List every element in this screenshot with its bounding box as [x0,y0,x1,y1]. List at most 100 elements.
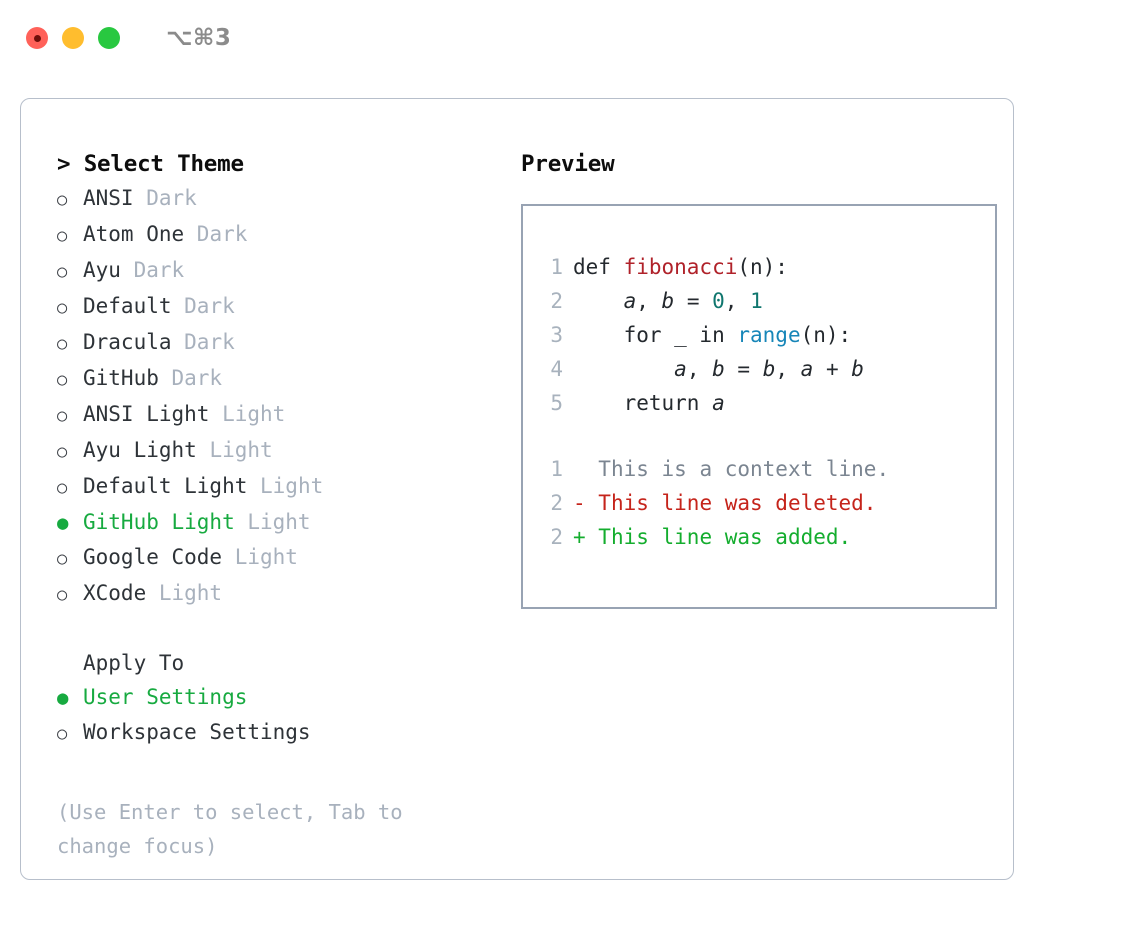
apply-to-option-user-settings[interactable]: ●User Settings [57,680,501,715]
theme-option-default-light[interactable]: ○ Default Light Light [57,469,501,505]
radio-unselected-icon: ○ [57,724,68,744]
code-token: a [623,289,637,313]
theme-option-xcode[interactable]: ○ XCode Light [57,576,501,612]
theme-option-dracula[interactable]: ○ Dracula Dark [57,325,501,361]
theme-option-ayu-light[interactable]: ○ Ayu Light Light [57,433,501,469]
radio-unselected-icon: ○ [57,226,68,246]
theme-name: Google Code [83,545,223,569]
radio-unselected-icon: ○ [57,334,68,354]
code-text: return a [573,386,725,420]
radio-unselected-icon: ○ [57,298,68,318]
theme-name: XCode [83,581,147,605]
line-number: 5 [550,391,563,415]
code-token: = [724,357,763,381]
theme-kind: Dark [171,294,235,318]
radio-unselected-icon: ○ [57,585,68,605]
radio-unselected-icon: ○ [57,478,68,498]
theme-name: GitHub [83,366,159,390]
code-token: b [762,357,776,381]
code-token: b [851,357,864,381]
theme-kind: Dark [158,366,223,390]
code-text: a, b = 0, 1 [573,284,763,318]
line-number: 1 [550,457,563,481]
theme-option-ansi[interactable]: ○ANSI Dark [57,181,501,217]
code-line: 3 for _ in range(n): [539,318,995,352]
diff-text: This line was deleted. [598,491,877,515]
theme-option-ansi-light[interactable]: ○ANSI Light Light [57,397,501,433]
radio-unselected-icon: ○ [57,370,68,390]
theme-kind: Light [234,510,311,534]
theme-name: GitHub Light [83,510,235,534]
line-number: 4 [550,357,563,381]
theme-option-github-light[interactable]: ● GitHub Light Light [57,505,501,540]
line-number: 2 [550,525,563,549]
theme-name: Default [83,294,172,318]
preview-heading: Preview [521,151,615,177]
theme-option-ayu[interactable]: ○Ayu Dark [57,253,501,289]
theme-option-default[interactable]: ○ Default Dark [57,289,501,325]
theme-option-google-code[interactable]: ○Google Code Light [57,540,501,576]
close-button[interactable] [26,27,48,49]
apply-to-label: User Settings [83,685,248,709]
code-token: b [661,289,675,313]
diff-line: 2- This line was deleted. [539,486,995,520]
apply-to-list[interactable]: ●User Settings ○ Workspace Settings [57,680,501,751]
theme-kind: Light [146,581,223,605]
line-number: 2 [550,289,563,313]
keyboard-hint: (Use Enter to select, Tab to change focu… [57,800,415,858]
theme-option-atom-one[interactable]: ○ Atom One Dark [57,217,501,253]
close-icon [33,34,41,42]
diff-line: 1 This is a context line. [539,452,995,486]
theme-name: ANSI [83,186,134,210]
code-token: , [636,289,662,313]
code-token: (n): [800,323,852,347]
theme-kind: Dark [171,330,235,354]
preview-spacer [539,420,995,452]
code-text: def fibonacci(n): [573,250,788,284]
diff-text: This line was added. [598,525,852,549]
theme-kind: Light [209,402,286,426]
code-token: + [813,357,852,381]
theme-list[interactable]: ○ANSI Dark○Atom One Dark○Ayu Dark○Defaul… [57,181,501,612]
theme-kind: Dark [133,186,197,210]
code-token: , [686,357,713,381]
theme-name: Default Light [83,474,248,498]
diff-text: This is a context line. [598,457,890,481]
theme-name: Atom One [83,222,185,246]
diff-line: 2+ This line was added. [539,520,995,554]
theme-name: Ayu Light [83,438,197,462]
theme-kind: Light [247,474,324,498]
select-theme-heading: > Select Theme [57,151,244,177]
code-token: , [724,289,751,313]
shortcut-label: ⌥⌘3 [166,25,232,51]
code-text: a, b = b, a + b [573,352,864,386]
radio-selected-icon: ● [57,512,69,534]
code-token: a [712,391,725,415]
theme-name: Dracula [83,330,172,354]
code-token: a [674,357,687,381]
apply-to-label: Workspace Settings [83,720,311,744]
minimize-button[interactable] [62,27,84,49]
apply-to-option-workspace-settings[interactable]: ○ Workspace Settings [57,715,501,751]
code-token: 1 [750,289,763,313]
code-token: = [674,289,713,313]
apply-to-title: Apply To [83,651,185,675]
apply-to-section: Apply To ●User Settings ○ Workspace Settin… [57,646,501,751]
radio-unselected-icon: ○ [57,442,68,462]
radio-unselected-icon: ○ [57,406,68,426]
line-number: 3 [550,323,563,347]
code-line: 5 return a [539,386,995,420]
theme-kind: Dark [184,222,248,246]
diff-sample: 1 This is a context line.2- This line wa… [539,452,995,554]
theme-option-github[interactable]: ○ GitHub Dark [57,361,501,397]
code-token: range [737,323,801,347]
line-number: 2 [550,491,563,515]
radio-unselected-icon: ○ [57,262,68,282]
theme-kind: Light [196,438,273,462]
diff-marker: - [573,491,599,515]
radio-unselected-icon: ○ [57,549,68,569]
maximize-button[interactable] [98,27,120,49]
